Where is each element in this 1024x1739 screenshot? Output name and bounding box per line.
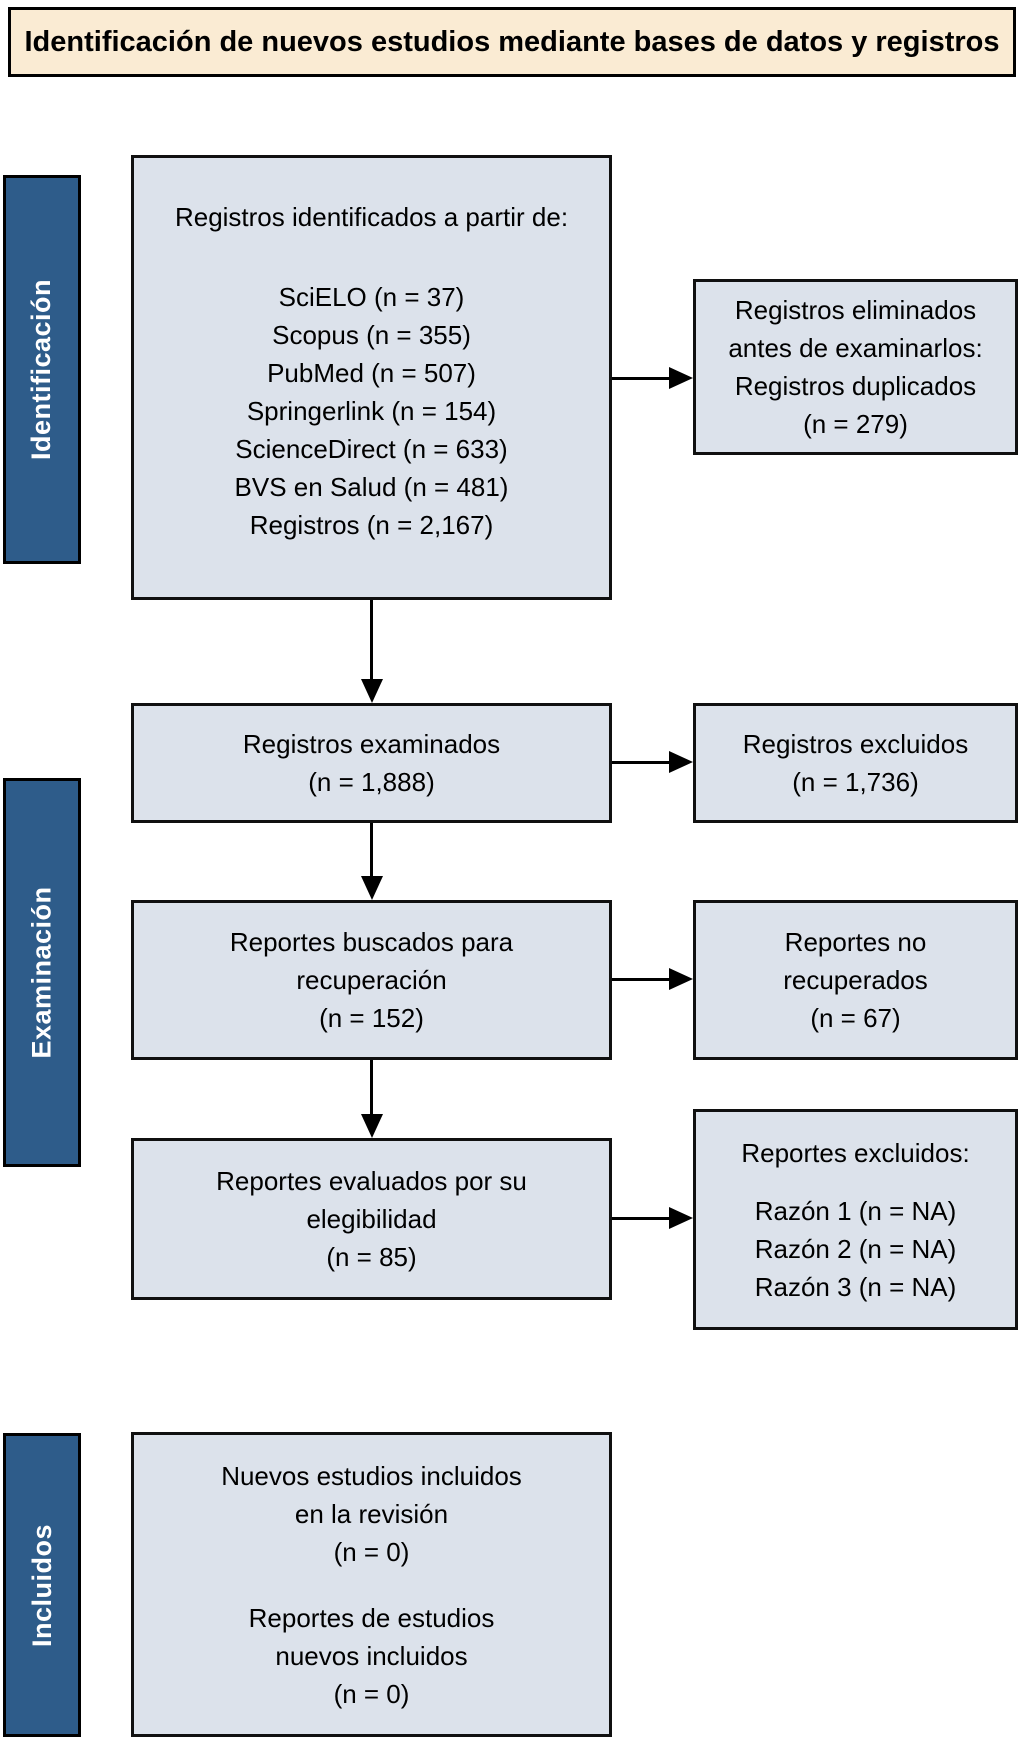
- stage-label-identificacion: Identificación: [3, 175, 81, 564]
- source-springerlink: Springerlink (n = 154): [246, 396, 497, 426]
- title-banner: Identificación de nuevos estudios median…: [8, 7, 1016, 77]
- spacer: [134, 236, 609, 278]
- reports-excluded-reason: Razón 3 (n = NA): [754, 1271, 957, 1302]
- reports-excluded-reason: Razón 2 (n = NA): [754, 1233, 957, 1264]
- box-reports-not-retrieved: Reportes no recuperados (n = 67): [693, 900, 1018, 1060]
- studies-included-line: Nuevos estudios incluidos: [221, 1460, 522, 1491]
- studies-included-count: (n = 0): [333, 1536, 410, 1567]
- reports-included-line: nuevos incluidos: [275, 1640, 468, 1671]
- box-studies-included: Nuevos estudios incluidos en la revisión…: [131, 1432, 612, 1737]
- source-scopus: Scopus (n = 355): [272, 320, 471, 350]
- arrow-line: [370, 1060, 373, 1114]
- source-registros: Registros (n = 2,167): [249, 510, 494, 540]
- stage-label-incluidos-text: Incluidos: [26, 1523, 57, 1647]
- box-records-excluded: Registros excluidos (n = 1,736): [693, 703, 1018, 823]
- stage-label-examinacion: Examinación: [3, 778, 81, 1167]
- box-records-identified: Registros identificados a partir de: Sci…: [131, 155, 612, 600]
- box-reports-assessed: Reportes evaluados por su elegibilidad (…: [131, 1138, 612, 1300]
- box-reports-sought: Reportes buscados para recuperación (n =…: [131, 900, 612, 1060]
- records-removed-line: Registros duplicados: [734, 371, 977, 401]
- reports-sought-line: Reportes buscados para: [229, 927, 514, 957]
- source-bvs: BVS en Salud (n = 481): [234, 472, 509, 502]
- reports-assessed-line: Reportes evaluados por su: [216, 1166, 527, 1196]
- arrow-down-icon: [361, 876, 383, 900]
- source-scielo: SciELO (n = 37): [278, 282, 465, 312]
- title-text: Identificación de nuevos estudios median…: [24, 25, 1000, 58]
- records-removed-line: Registros eliminados: [734, 295, 977, 325]
- reports-included-line: Reportes de estudios: [248, 1602, 495, 1633]
- reports-sought-line: recuperación: [296, 965, 447, 995]
- records-screened-line: Registros examinados: [242, 729, 501, 759]
- reports-excluded-reason: Razón 1 (n = NA): [754, 1195, 957, 1226]
- reports-not-retrieved-line: recuperados: [783, 965, 928, 995]
- reports-excluded-heading: Reportes excluidos:: [741, 1137, 970, 1168]
- arrow-down-icon: [361, 679, 383, 703]
- arrow-line: [612, 1217, 669, 1220]
- arrow-line: [612, 761, 669, 764]
- arrow-line: [612, 978, 669, 981]
- arrow-line: [370, 823, 373, 876]
- stage-label-incluidos: Incluidos: [3, 1433, 81, 1737]
- stage-label-examinacion-text: Examinación: [26, 886, 57, 1059]
- source-pubmed: PubMed (n = 507): [267, 358, 476, 388]
- studies-included-line: en la revisión: [294, 1498, 449, 1529]
- arrow-right-icon: [669, 751, 693, 773]
- records-screened-count: (n = 1,888): [308, 767, 435, 797]
- stage-label-identificacion-text: Identificación: [26, 278, 57, 461]
- arrow-down-icon: [361, 1114, 383, 1138]
- arrow-right-icon: [669, 1207, 693, 1229]
- box-records-screened: Registros examinados (n = 1,888): [131, 703, 612, 823]
- reports-assessed-count: (n = 85): [326, 1242, 417, 1272]
- spacer: [134, 1571, 609, 1599]
- reports-assessed-line: elegibilidad: [306, 1204, 437, 1234]
- records-removed-count: (n = 279): [803, 409, 908, 439]
- reports-not-retrieved-line: Reportes no: [784, 927, 927, 957]
- arrow-right-icon: [669, 968, 693, 990]
- reports-sought-count: (n = 152): [319, 1003, 424, 1033]
- spacer: [696, 1172, 1015, 1192]
- records-removed-line: antes de examinarlos:: [728, 333, 983, 363]
- source-sciencedirect: ScienceDirect (n = 633): [235, 434, 508, 464]
- records-identified-heading: Registros identificados a partir de:: [174, 202, 569, 232]
- box-reports-excluded: Reportes excluidos: Razón 1 (n = NA) Raz…: [693, 1109, 1018, 1330]
- records-excluded-line: Registros excluidos: [742, 729, 969, 759]
- records-excluded-count: (n = 1,736): [792, 767, 919, 797]
- arrow-line: [612, 377, 669, 380]
- reports-not-retrieved-count: (n = 67): [810, 1003, 901, 1033]
- box-records-removed: Registros eliminados antes de examinarlo…: [693, 279, 1018, 455]
- arrow-line: [370, 600, 373, 679]
- arrow-right-icon: [669, 367, 693, 389]
- reports-included-count: (n = 0): [333, 1678, 410, 1709]
